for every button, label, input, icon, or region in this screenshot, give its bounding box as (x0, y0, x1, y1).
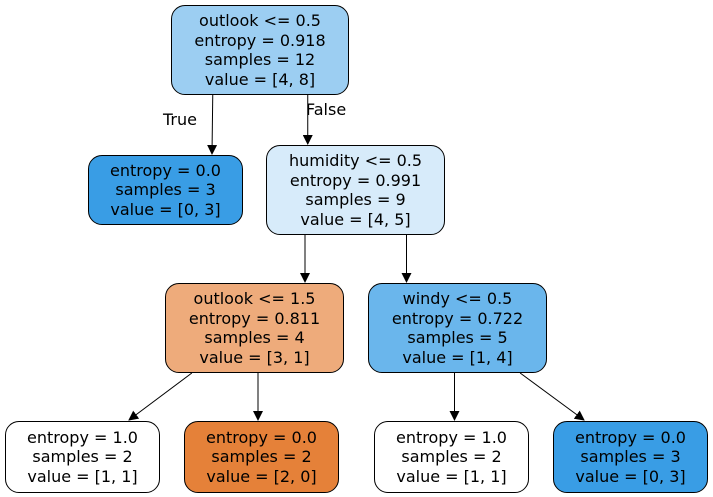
node-value: value = [4, 5] (300, 209, 411, 229)
node-value: value = [3, 1] (199, 347, 310, 367)
node-samples: samples = 2 (211, 447, 312, 467)
edge-label-true: True (163, 110, 197, 129)
node-entropy: entropy = 0.0 (110, 160, 221, 180)
edge-n_outlook2-to-leaf_a (128, 372, 193, 421)
node-samples: samples = 2 (401, 447, 502, 467)
node-samples: samples = 3 (580, 447, 681, 467)
tree-node-humidity: humidity <= 0.5 entropy = 0.991 samples … (266, 145, 445, 235)
tree-leaf-node: entropy = 0.0 samples = 3 value = [0, 3] (553, 421, 708, 493)
node-samples: samples = 5 (407, 328, 508, 347)
node-value: value = [1, 1] (396, 466, 507, 486)
edge-n_windy-to-leaf_d (519, 372, 585, 421)
node-value: value = [2, 0] (206, 466, 317, 486)
node-value: value = [0, 3] (575, 466, 686, 486)
node-split-condition: outlook <= 0.5 (199, 11, 321, 30)
node-samples: samples = 3 (115, 180, 216, 200)
node-entropy: entropy = 1.0 (396, 427, 507, 447)
tree-leaf-node: entropy = 0.0 samples = 3 value = [0, 3] (88, 155, 243, 225)
node-entropy: entropy = 0.0 (206, 427, 317, 447)
node-entropy: entropy = 0.918 (194, 30, 326, 50)
edge-root-to-left1 (207, 94, 218, 155)
node-split-condition: outlook <= 1.5 (193, 289, 316, 308)
node-value: value = [1, 1] (27, 466, 138, 486)
node-samples: samples = 9 (305, 190, 406, 209)
tree-leaf-node: entropy = 1.0 samples = 2 value = [1, 1] (374, 421, 529, 493)
edge-label-false: False (306, 100, 347, 119)
tree-node-outlook: outlook <= 1.5 entropy = 0.811 samples =… (165, 283, 344, 373)
tree-node-windy: windy <= 0.5 entropy = 0.722 samples = 5… (368, 283, 547, 373)
node-samples: samples = 4 (204, 328, 305, 347)
node-value: value = [4, 8] (204, 69, 316, 89)
node-samples: samples = 2 (32, 447, 133, 467)
node-value: value = [0, 3] (110, 199, 221, 219)
tree-leaf-node: entropy = 1.0 samples = 2 value = [1, 1] (5, 421, 160, 493)
node-entropy: entropy = 0.0 (575, 427, 686, 447)
node-split-condition: humidity <= 0.5 (288, 151, 423, 170)
node-split-condition: windy <= 0.5 (402, 289, 513, 308)
node-samples: samples = 12 (204, 50, 316, 69)
node-entropy: entropy = 0.811 (188, 308, 321, 328)
node-entropy: entropy = 0.722 (391, 308, 524, 328)
node-value: value = [1, 4] (402, 347, 513, 367)
node-entropy: entropy = 1.0 (27, 427, 138, 447)
node-entropy: entropy = 0.991 (289, 170, 422, 190)
tree-leaf-node: entropy = 0.0 samples = 2 value = [2, 0] (184, 421, 339, 493)
tree-node-root-outlook: outlook <= 0.5 entropy = 0.918 samples =… (171, 5, 349, 95)
